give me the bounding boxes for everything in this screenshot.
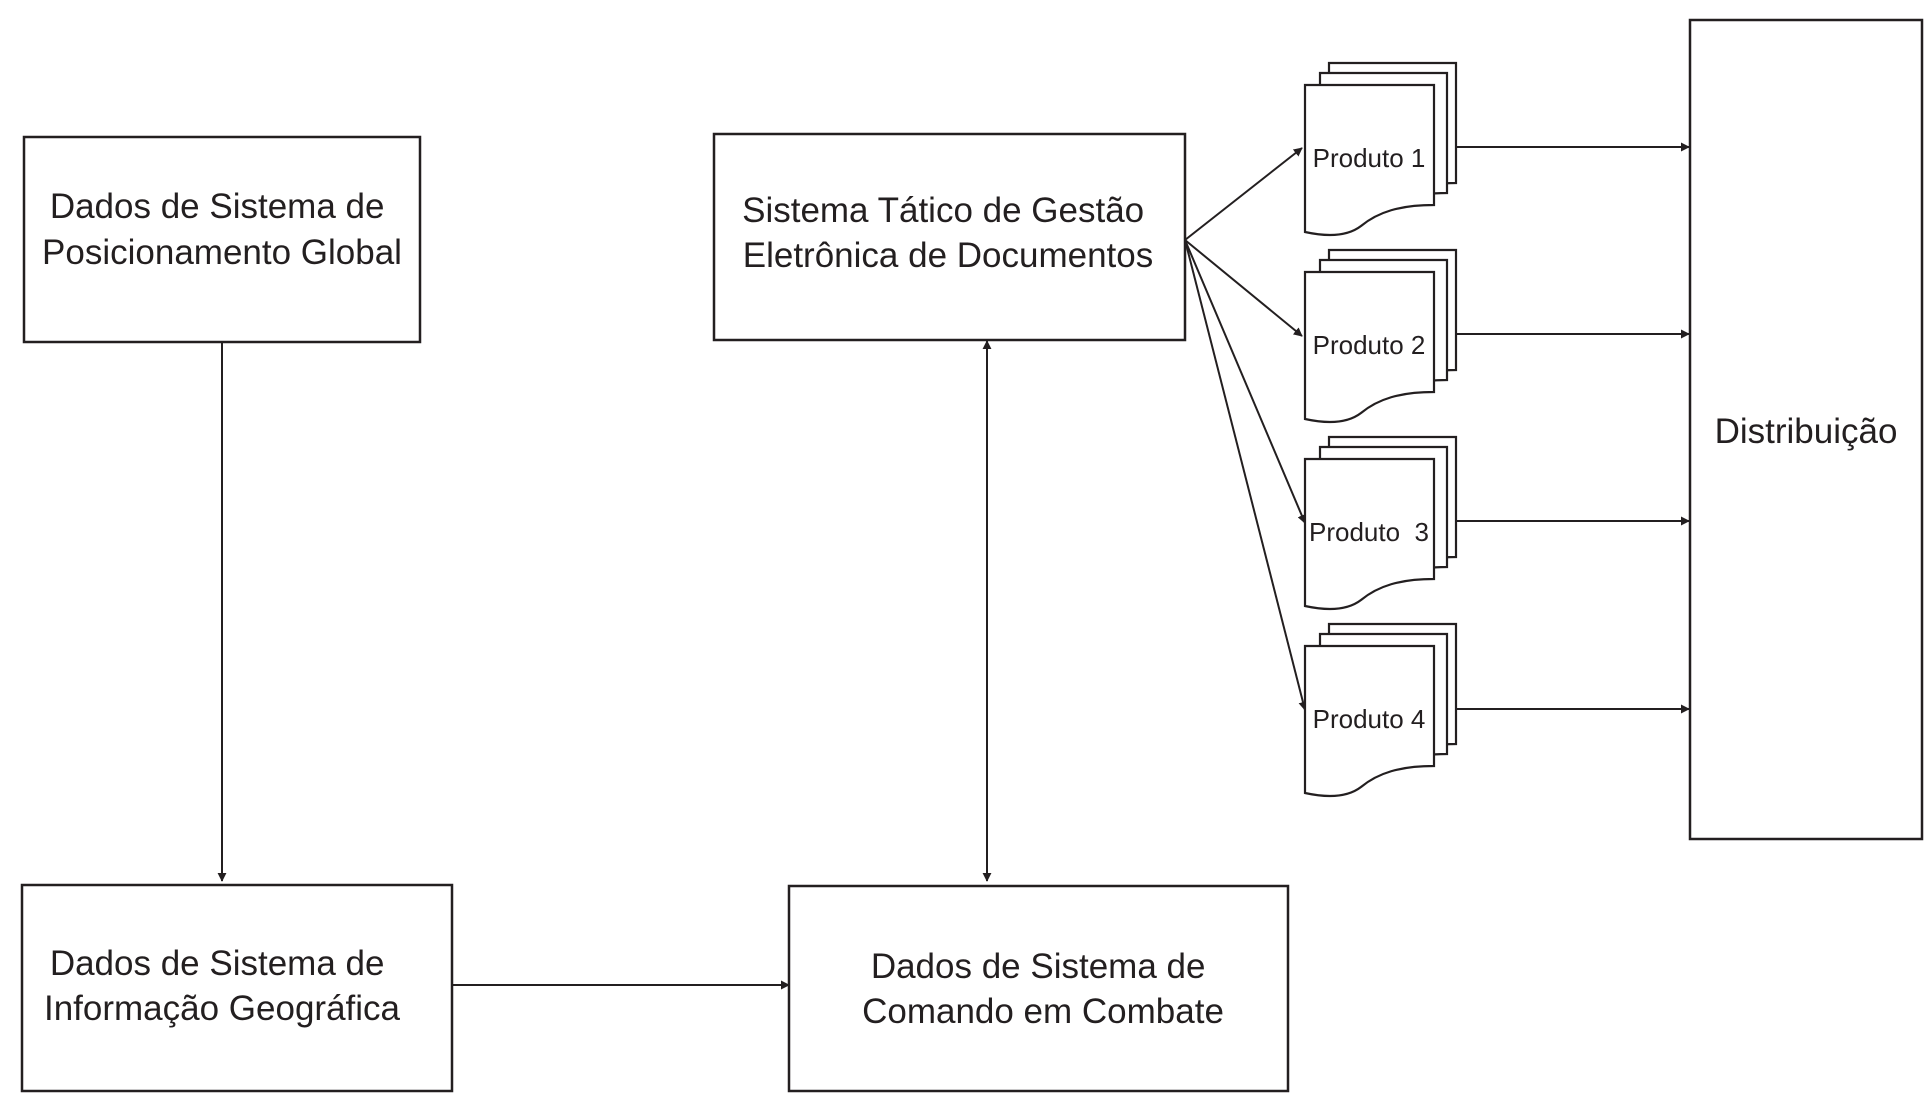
product-document-4: Produto 4 <box>1303 622 1458 798</box>
node-stged-label-line-2: Eletrônica de Documentos <box>743 236 1154 275</box>
node-stged: Sistema Tático de Gestão Eletrônica de D… <box>712 132 1187 342</box>
node-gps: Dados de Sistema de Posicionamento Globa… <box>22 135 422 344</box>
product-document-3: Produto 3 <box>1303 435 1458 611</box>
node-gis: Dados de Sistema de Informação Geográfic… <box>20 883 454 1093</box>
edge-stged-to-product-3 <box>1184 239 1306 524</box>
node-gis-label-line-2: Informação Geográfica <box>44 989 401 1028</box>
node-c2-label: Dados de Sistema de Comando em Combate <box>862 947 1224 1031</box>
node-stged-label: Sistema Tático de Gestão Eletrônica de D… <box>742 191 1154 275</box>
edge-stged-to-product-4 <box>1184 239 1308 711</box>
node-distribution-label: Distribuição <box>1715 412 1898 451</box>
product-document-3-front-sheet <box>1303 457 1436 611</box>
node-gps-box <box>22 135 422 344</box>
node-c2-box <box>787 884 1290 1093</box>
node-gps-label-line-1: Dados de Sistema de <box>50 187 385 226</box>
product-document-2: Produto 2 <box>1303 248 1458 424</box>
node-c2: Dados de Sistema de Comando em Combate <box>787 884 1290 1093</box>
product-document-1-label: Produto 1 <box>1313 143 1426 173</box>
node-stged-label-line-1: Sistema Tático de Gestão <box>742 191 1144 230</box>
product-document-4-front-sheet <box>1303 644 1436 798</box>
node-stged-box <box>712 132 1187 342</box>
product-document-1: Produto 1 <box>1303 61 1458 237</box>
node-distribution-box <box>1688 18 1924 841</box>
node-c2-label-line-1: Dados de Sistema de <box>871 947 1206 986</box>
product-document-2-front-sheet <box>1303 270 1436 424</box>
node-gis-label: Dados de Sistema de Informação Geográfic… <box>44 944 401 1028</box>
node-gis-box <box>20 883 454 1093</box>
node-gps-label-line-2: Posicionamento Global <box>42 233 402 272</box>
node-c2-label-line-2: Comando em Combate <box>862 992 1224 1031</box>
connectors <box>217 142 1690 990</box>
product-document-2-label: Produto 2 <box>1313 330 1426 360</box>
product-documents: Produto 1 Produto 2 Produto 3 Produto 4 <box>1303 61 1458 798</box>
node-gps-label: Dados de Sistema de Posicionamento Globa… <box>42 187 402 272</box>
node-gis-label-line-1: Dados de Sistema de <box>50 944 385 983</box>
product-document-3-label: Produto 3 <box>1309 517 1429 547</box>
node-distribution: Distribuição <box>1688 18 1924 841</box>
edge-stged-to-product-2 <box>1184 239 1303 337</box>
edge-stged-to-product-1 <box>1184 147 1303 241</box>
product-document-1-front-sheet <box>1303 83 1436 237</box>
product-document-4-label: Produto 4 <box>1313 704 1426 734</box>
